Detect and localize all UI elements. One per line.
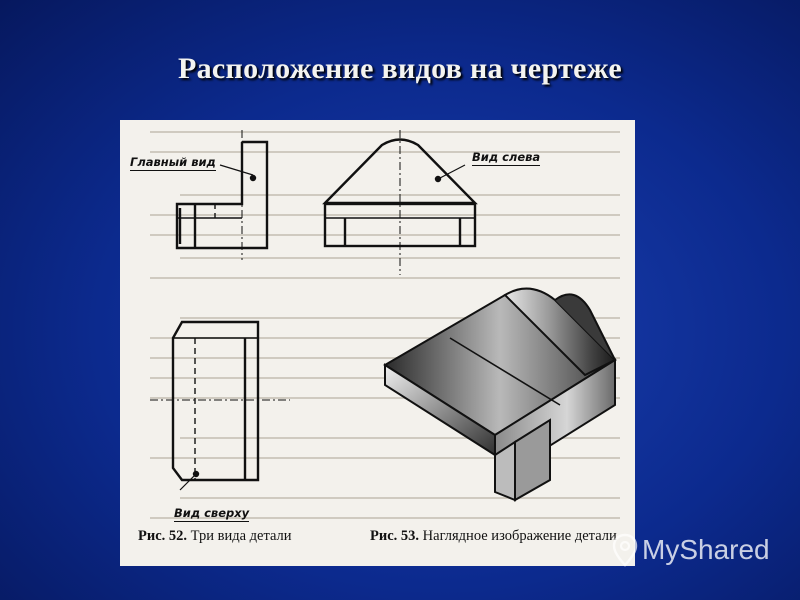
figure-panel: Главный вид Вид слева Вид сверху Рис. 52… — [120, 120, 635, 566]
caption-fig53-number: Рис. 53. — [370, 528, 420, 544]
technical-drawing — [150, 130, 620, 519]
top-view-label: Вид сверху — [174, 506, 250, 522]
caption-fig52-text: Три вида детали — [190, 528, 292, 544]
watermark-text: MyShared — [642, 534, 770, 565]
caption-fig52: Рис. 52. Три вида детали — [138, 528, 292, 545]
front-view-label: Главный вид — [130, 155, 216, 171]
left-view-drawing — [322, 130, 478, 275]
isometric-model — [383, 287, 617, 502]
pin-icon — [612, 533, 638, 567]
slide-title: Расположение видов на чертеже — [177, 52, 623, 85]
watermark: MyShared — [612, 530, 770, 570]
caption-fig53-text: Наглядное изображение детали — [422, 528, 617, 544]
front-view-drawing — [175, 130, 269, 260]
left-view-label: Вид слева — [472, 150, 541, 166]
caption-fig53: Рис. 53. Наглядное изображение детали — [370, 528, 617, 545]
caption-fig52-number: Рис. 52. — [138, 528, 188, 544]
top-view-drawing — [150, 320, 290, 491]
